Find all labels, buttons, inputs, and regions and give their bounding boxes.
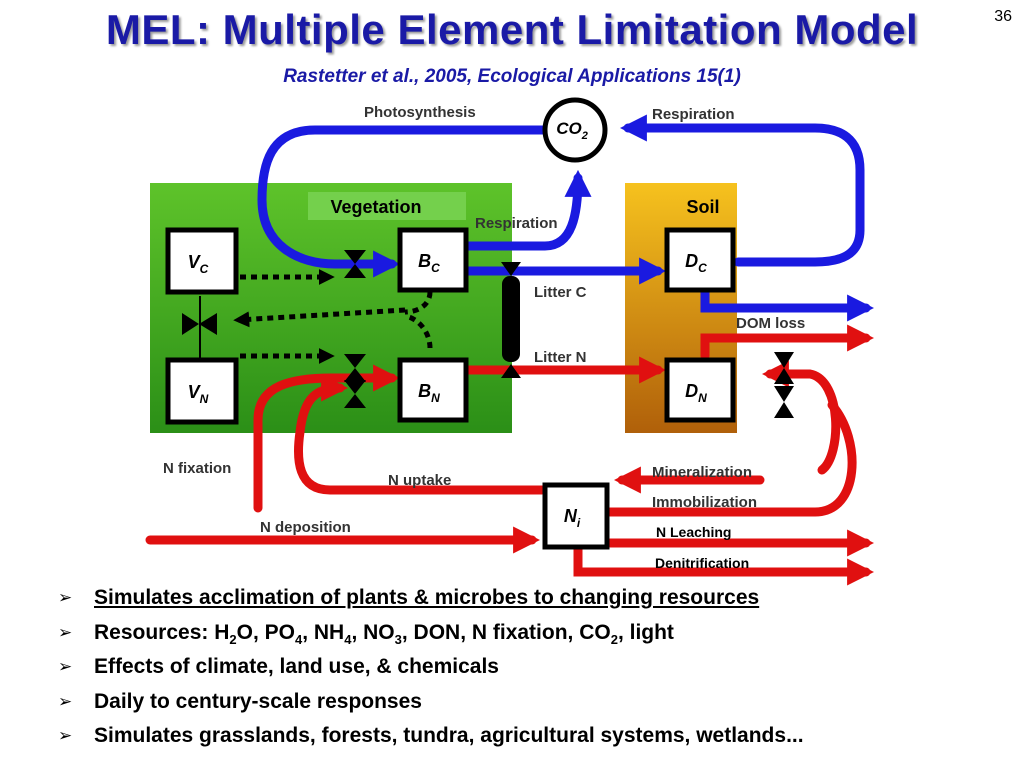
n-leaching-label: N Leaching (656, 524, 731, 540)
immobilization-arrow (605, 400, 857, 517)
denitrification-label: Denitrification (655, 555, 749, 571)
bullet-item: ➢ Simulates acclimation of plants & micr… (58, 584, 998, 619)
n-deposition-label: N deposition (260, 519, 351, 536)
slide-subtitle: Rastetter et al., 2005, Ecological Appli… (283, 66, 741, 87)
slide-title: MEL: Multiple Element Limitation Model (105, 6, 919, 53)
bc-branch-flow (404, 291, 433, 315)
bullet-text: Effects of climate, land use, & chemical… (94, 655, 499, 678)
photosynthesis-arrow (257, 125, 548, 278)
dom-loss-n-arrow (700, 324, 875, 361)
valve-photosynthesis (344, 250, 366, 278)
soil-label: Soil (686, 197, 719, 217)
litter-stoichiometry-link (501, 262, 521, 378)
b-to-v-allocation-flow (233, 307, 406, 328)
arrow-bullet-icon: ➢ (58, 691, 73, 711)
pool-bc: BC (397, 227, 469, 293)
pool-dc: DC (664, 227, 736, 293)
valve-n-fixation (344, 354, 366, 382)
bullet-text: Daily to century-scale responses (94, 689, 422, 713)
dom-loss-arrow (700, 285, 875, 322)
bullet-item: ➢ Daily to century-scale responses (58, 688, 998, 723)
valve-v-allocation (182, 313, 217, 335)
dc-to-soil-respiration-arrow (733, 225, 865, 267)
svg-text:DC: DC (685, 251, 707, 275)
svg-text:VC: VC (188, 252, 209, 276)
bn-branch-flow (404, 313, 433, 349)
n-uptake-label: N uptake (388, 472, 451, 489)
bullet-text: Resources: H2O, PO4, NH4, NO3, DON, N fi… (94, 620, 674, 647)
litter-c-label: Litter C (534, 284, 587, 301)
n-fixation-label: N fixation (163, 460, 231, 477)
svg-text:DN: DN (685, 381, 707, 405)
bullet-text: Simulates grasslands, forests, tundra, a… (94, 724, 804, 747)
respiration-top-arrow (619, 114, 865, 235)
denitrification-arrow (573, 543, 875, 586)
respiration-veg-arrow (463, 169, 592, 251)
bullet-list: ➢ Simulates acclimation of plants & micr… (58, 584, 998, 757)
immobilization-label: Immobilization (652, 494, 757, 511)
pool-dn: DN (664, 357, 736, 423)
photosynthesis-label: Photosynthesis (364, 104, 476, 121)
pool-ni: Ni (542, 482, 610, 550)
pool-bn: BN (397, 357, 469, 423)
vegetation-label: Vegetation (330, 197, 421, 217)
pool-vn: VN (165, 357, 239, 425)
svg-text:VN: VN (188, 382, 209, 406)
svg-text:BN: BN (418, 381, 440, 405)
svg-text:CO2: CO2 (556, 119, 588, 142)
valve-immobilization (774, 386, 794, 418)
respiration-veg-label: Respiration (475, 215, 558, 232)
pool-vc: VC (165, 227, 239, 295)
litter-n-label: Litter N (534, 349, 587, 366)
valve-mineralization (774, 352, 794, 384)
bullet-item: ➢ Simulates grasslands, forests, tundra,… (58, 722, 998, 757)
dom-loss-label: DOM loss (736, 315, 805, 332)
bullet-item: ➢ Resources: H2O, PO4, NH4, NO3, DON, N … (58, 619, 998, 654)
valves (182, 250, 794, 418)
pool-co2: CO2 (542, 97, 608, 163)
bullet-item: ➢ Effects of climate, land use, & chemic… (58, 653, 998, 688)
valve-n-uptake (344, 380, 366, 408)
svg-text:BC: BC (418, 251, 440, 275)
arrow-bullet-icon: ➢ (58, 657, 73, 676)
slide-number: 36 (994, 8, 1012, 25)
bullet-text: Simulates acclimation of plants & microb… (94, 586, 760, 609)
n-uptake-arrow (294, 374, 547, 495)
arrow-bullet-icon: ➢ (58, 622, 73, 642)
arrow-bullet-icon: ➢ (58, 726, 73, 745)
mineralization-label: Mineralization (652, 464, 752, 481)
svg-text:Ni: Ni (564, 506, 581, 530)
arrow-bullet-icon: ➢ (58, 588, 73, 607)
respiration-top-label: Respiration (652, 106, 735, 123)
mel-model-diagram: Vegetation Soil (145, 97, 875, 586)
vegetation-label-box (308, 192, 466, 220)
